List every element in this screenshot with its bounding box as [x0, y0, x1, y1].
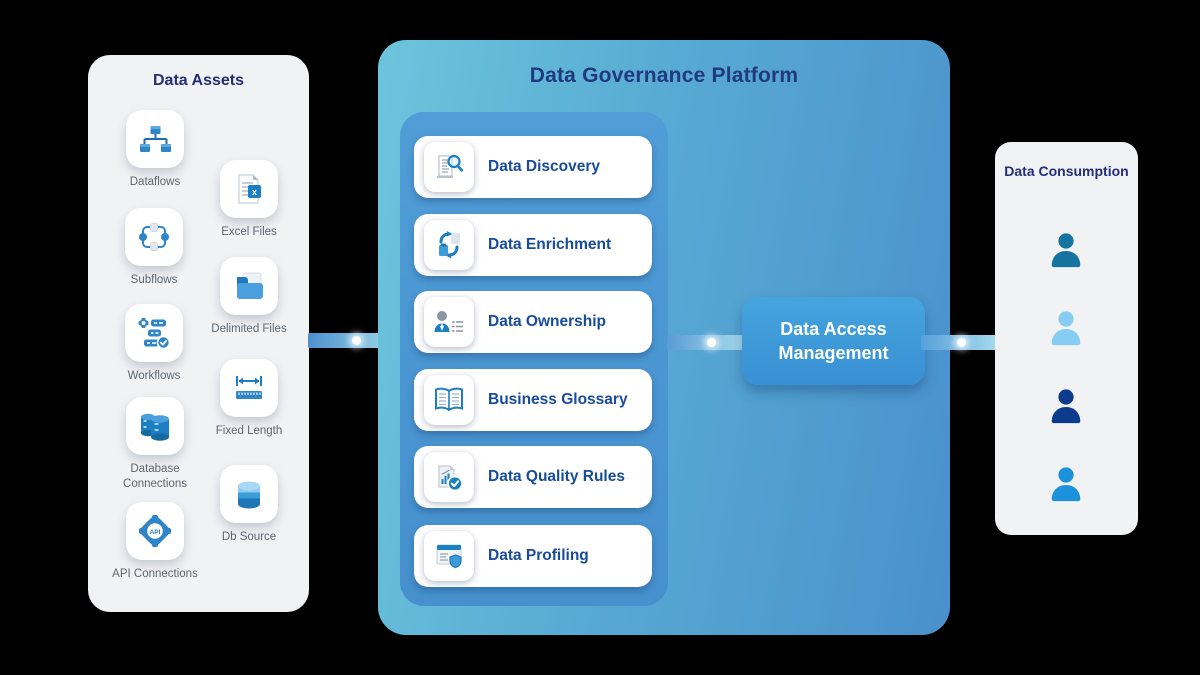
card-label: Data Profiling: [488, 546, 589, 564]
connector-dot: [957, 338, 966, 347]
asset-label: Dataflows: [129, 176, 181, 188]
card-data-profiling[interactable]: Data Profiling: [414, 525, 652, 587]
card-label: Data Discovery: [488, 157, 601, 175]
asset-label: Db Source: [221, 531, 277, 543]
card-data-discovery[interactable]: Data Discovery: [414, 136, 652, 198]
fixed-length-icon: [236, 376, 262, 399]
fixed-length-tile[interactable]: [220, 359, 278, 417]
database-connections-tile[interactable]: [126, 397, 184, 455]
connector-dot: [707, 338, 716, 347]
connector-assets-to-platform: [308, 333, 385, 348]
platform-title: Data Governance Platform: [529, 64, 799, 87]
data-access-management-button[interactable]: Data Access Management: [742, 297, 925, 385]
card-label: Data Enrichment: [488, 235, 612, 253]
card-label: Data Quality Rules: [488, 467, 625, 485]
business-glossary-icon: [435, 387, 463, 412]
asset-label: Workflows: [127, 370, 181, 382]
asset-item-database-connections[interactable]: Database Connections: [105, 397, 205, 491]
card-icon-tile: [424, 531, 474, 581]
consumer-user-2: [1047, 308, 1085, 348]
delimited-files-tile[interactable]: [220, 257, 278, 315]
asset-label: Excel Files: [221, 226, 277, 238]
delimited-files-icon: [237, 272, 263, 299]
consumer-user-1: [1047, 230, 1085, 270]
card-icon-tile: [424, 220, 474, 270]
data-assets-title: Data Assets: [152, 72, 244, 89]
asset-item-workflows[interactable]: Workflows: [104, 304, 204, 384]
connector-access-to-consumption: [921, 335, 996, 350]
data-discovery-icon: [437, 154, 464, 178]
card-data-ownership[interactable]: Data Ownership: [414, 291, 652, 353]
dataflows-icon: [140, 126, 171, 152]
workflows-icon: [138, 318, 171, 349]
data-profiling-icon: [436, 544, 462, 569]
card-icon-tile: [424, 142, 474, 192]
asset-item-excel-files[interactable]: x Excel Files: [199, 160, 299, 240]
data-enrichment-icon: [439, 231, 460, 259]
user-icon: [1051, 389, 1081, 424]
api-connections-icon: API: [139, 515, 171, 547]
db-source-tile[interactable]: [220, 465, 278, 523]
card-icon-tile: [424, 452, 474, 502]
asset-item-api-connections[interactable]: API API Connections: [105, 502, 205, 582]
card-business-glossary[interactable]: Business Glossary: [414, 369, 652, 431]
asset-item-db-source[interactable]: Db Source: [199, 465, 299, 545]
subflows-tile[interactable]: [125, 208, 183, 266]
asset-label: Delimited Files: [211, 323, 287, 335]
connector-platform-to-access: [667, 335, 743, 350]
asset-item-subflows[interactable]: Subflows: [104, 208, 204, 288]
card-data-enrichment[interactable]: Data Enrichment: [414, 214, 652, 276]
svg-text:x: x: [252, 187, 257, 197]
asset-label: API Connections: [112, 568, 198, 580]
card-icon-tile: [424, 375, 474, 425]
asset-label: Subflows: [130, 274, 178, 286]
subflows-icon: [139, 223, 169, 251]
asset-item-fixed-length[interactable]: Fixed Length: [199, 359, 299, 439]
connector-dot: [352, 336, 361, 345]
consumer-user-3: [1047, 386, 1085, 426]
card-label: Data Ownership: [488, 312, 606, 330]
data-quality-rules-icon: [438, 465, 463, 492]
svg-text:API: API: [150, 529, 161, 536]
card-icon-tile: [424, 297, 474, 347]
db-source-icon: [238, 481, 260, 509]
consumer-user-4: [1047, 464, 1085, 504]
user-icon: [1051, 311, 1081, 346]
dataflows-tile[interactable]: [126, 110, 184, 168]
data-ownership-icon: [434, 311, 463, 332]
asset-item-delimited-files[interactable]: Delimited Files: [199, 257, 299, 337]
api-connections-tile[interactable]: API: [126, 502, 184, 560]
user-icon: [1051, 233, 1081, 268]
user-icon: [1051, 467, 1081, 502]
data-access-management-label: Data Access Management: [778, 318, 889, 363]
card-data-quality-rules[interactable]: Data Quality Rules: [414, 446, 652, 508]
workflows-tile[interactable]: [125, 304, 183, 362]
excel-files-icon: x: [238, 174, 261, 204]
asset-label: Fixed Length: [215, 425, 283, 437]
data-consumption-title: Data Consumption: [1004, 163, 1129, 179]
asset-item-dataflows[interactable]: Dataflows: [105, 110, 205, 190]
asset-label: Database Connections: [123, 463, 187, 490]
database-connections-icon: [141, 413, 169, 441]
card-label: Business Glossary: [488, 390, 628, 408]
excel-files-tile[interactable]: x: [220, 160, 278, 218]
